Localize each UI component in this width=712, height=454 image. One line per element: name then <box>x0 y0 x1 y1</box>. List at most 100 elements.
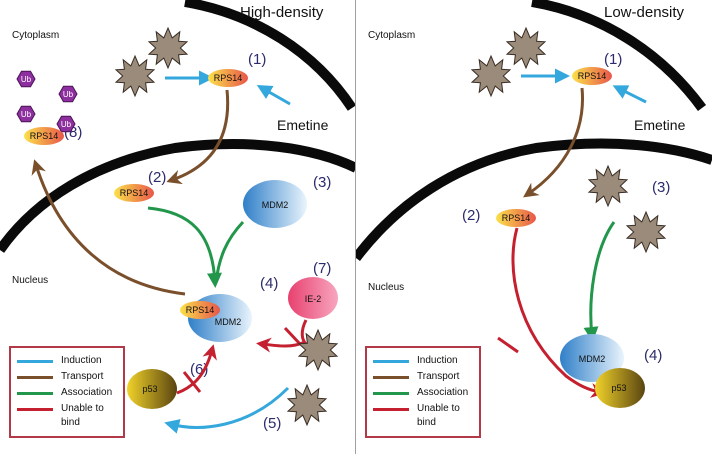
low-density-diagram: Low-density Cytoplasm Nucleus Emetine (1… <box>356 0 712 408</box>
stress-starburst-icon <box>147 26 189 70</box>
nucleus-label: Nucleus <box>368 282 404 293</box>
legend-swatch <box>17 376 53 379</box>
legend-item-induction: Induction <box>373 354 473 368</box>
rps14-protein: RPS14 <box>24 127 64 145</box>
induction-arrow-emetine <box>612 85 647 104</box>
svg-text:RPS14: RPS14 <box>186 305 215 315</box>
svg-text:MDM2: MDM2 <box>215 317 242 327</box>
legend-swatch <box>373 360 409 363</box>
ie2-protein: IE-2 <box>288 277 338 319</box>
svg-text:RPS14: RPS14 <box>120 188 149 198</box>
rps14-protein: RPS14 <box>208 69 248 87</box>
transport-arrow-degradation <box>31 159 186 296</box>
ubiquitin-hexagon: Ub <box>58 85 78 103</box>
legend-label: Association <box>417 387 469 398</box>
stress-starburst-icon <box>470 54 512 98</box>
nuclear-membrane <box>0 139 356 253</box>
emetine-label: Emetine <box>277 117 329 133</box>
svg-text:RPS14: RPS14 <box>214 73 243 83</box>
transport-arrow-to-nucleus <box>166 89 230 185</box>
emetine-label: Emetine <box>634 117 686 133</box>
mdm2-protein: MDM2 <box>243 180 307 228</box>
cell-membrane <box>531 0 707 111</box>
blocked-arrow-p53-mdm2 <box>176 344 217 395</box>
stress-starburst-icon <box>625 210 667 254</box>
step-3-label: (3) <box>652 179 670 196</box>
cytoplasm-label: Cytoplasm <box>368 30 415 41</box>
step-1-label: (1) <box>248 51 266 68</box>
svg-text:MDM2: MDM2 <box>579 354 606 364</box>
svg-text:Ub: Ub <box>63 90 74 99</box>
legend-item-association: Association <box>17 386 117 400</box>
legend: Induction Transport Association Unable t… <box>9 346 125 438</box>
legend-item-transport: Transport <box>373 370 473 384</box>
panel-divider <box>355 0 356 454</box>
blocked-arrow-ie2-link <box>300 319 308 346</box>
mdm2-rps14-complex: MDM2 RPS14 <box>180 294 252 342</box>
legend-label: Unable to bind <box>61 403 104 428</box>
legend-item-unable-to-bind: Unable to bind <box>17 402 117 430</box>
blocked-arrow-rps14-mdm2 <box>511 227 606 398</box>
step-7-label: (7) <box>313 260 331 277</box>
block-bar <box>497 336 519 354</box>
step-5-label: (5) <box>263 415 281 432</box>
transport-arrow-to-nucleus <box>523 87 585 198</box>
low-density-panel: Low-density Cytoplasm Nucleus Emetine (1… <box>356 0 712 454</box>
ubiquitin-hexagon: Ub <box>16 70 36 88</box>
step-2-label: (2) <box>148 169 166 186</box>
step-2-label: (2) <box>462 207 480 224</box>
legend-item-unable-to-bind: Unable to bind <box>373 402 473 430</box>
induction-arrow-emetine <box>256 85 291 106</box>
rps14-protein: RPS14 <box>572 67 612 85</box>
legend-label: Induction <box>417 355 458 366</box>
panel-title: Low-density <box>604 4 685 21</box>
legend-item-association: Association <box>373 386 473 400</box>
high-density-panel: High-density Cytoplasm Nucleus Emetine (… <box>0 0 356 438</box>
stress-starburst-icon <box>505 26 547 70</box>
step-3-label: (3) <box>313 174 331 191</box>
legend-label: Transport <box>417 371 460 382</box>
svg-text:Ub: Ub <box>21 110 32 119</box>
legend-item-transport: Transport <box>17 370 117 384</box>
association-arrow-rps14 <box>147 206 222 288</box>
svg-text:IE-2: IE-2 <box>305 294 322 304</box>
legend-swatch <box>373 392 409 395</box>
legend-label: Transport <box>61 371 104 382</box>
svg-text:Ub: Ub <box>21 75 32 84</box>
stress-starburst-icon <box>297 328 339 372</box>
svg-text:RPS14: RPS14 <box>502 213 531 223</box>
association-arrow-mdm2 <box>214 220 245 283</box>
legend-swatch <box>373 376 409 379</box>
block-bar-7 <box>283 326 302 346</box>
induction-arrow-p53 <box>164 386 290 434</box>
ubiquitin-hexagon: Ub <box>16 105 36 123</box>
svg-text:RPS14: RPS14 <box>30 131 59 141</box>
svg-text:MDM2: MDM2 <box>262 200 289 210</box>
rps14-protein: RPS14 <box>496 209 536 227</box>
panel-title: High-density <box>240 4 324 21</box>
stress-starburst-icon <box>286 383 328 427</box>
svg-text:p53: p53 <box>611 383 626 393</box>
legend-label: Unable to bind <box>417 403 460 428</box>
legend-swatch <box>17 360 53 363</box>
block-bar-6 <box>182 371 202 393</box>
legend-item-induction: Induction <box>17 354 117 368</box>
mdm2-p53-complex: MDM2 p53 <box>560 334 645 408</box>
svg-text:p53: p53 <box>142 384 157 394</box>
nucleus-label: Nucleus <box>12 275 48 286</box>
stress-starburst-icon <box>114 54 156 98</box>
legend-label: Induction <box>61 355 102 366</box>
cell-membrane <box>184 0 356 111</box>
rps14-protein: RPS14 <box>114 184 154 202</box>
association-arrow-mdm2 <box>583 221 616 342</box>
stress-starburst-icon <box>587 164 629 208</box>
step-6-label: (6) <box>190 361 208 378</box>
svg-text:Ub: Ub <box>61 120 72 129</box>
step-1-label: (1) <box>604 51 622 68</box>
svg-text:RPS14: RPS14 <box>578 71 607 81</box>
step-4-label: (4) <box>260 275 278 292</box>
legend-swatch <box>17 408 53 411</box>
p53-protein: p53 <box>127 369 177 409</box>
cytoplasm-label: Cytoplasm <box>12 30 59 41</box>
legend-swatch <box>373 408 409 411</box>
